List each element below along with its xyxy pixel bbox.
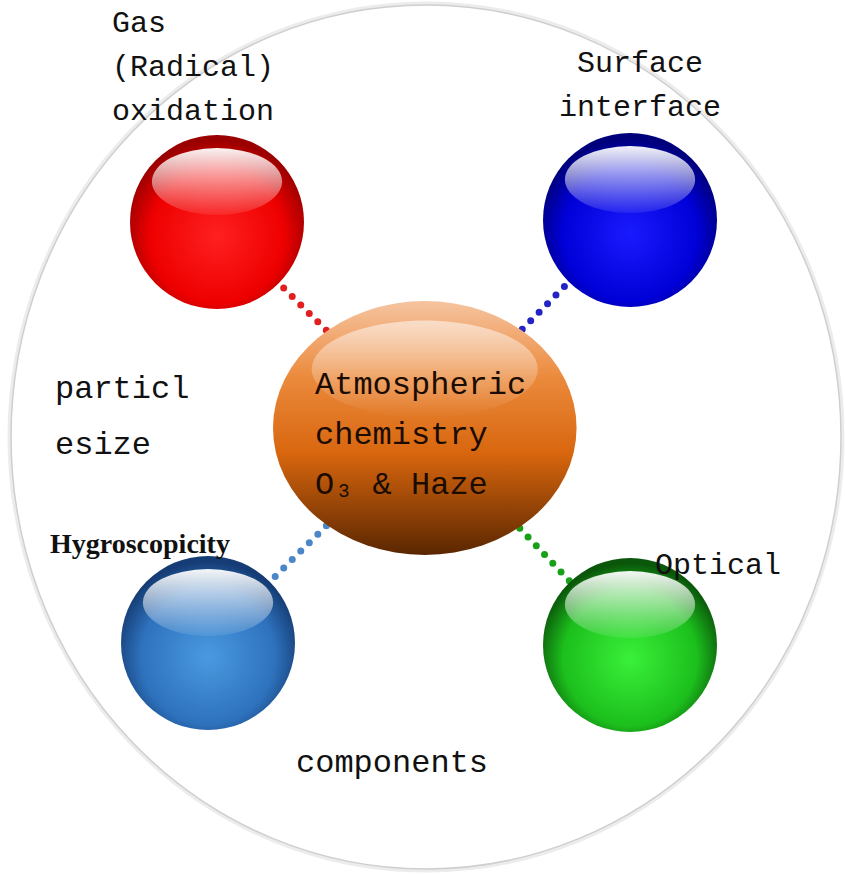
circle-border	[11, 5, 841, 869]
blue-sphere: Surface interface	[542, 132, 718, 308]
sphere-highlight	[152, 148, 282, 215]
sphere-shape	[542, 557, 718, 733]
sphere-shape	[129, 134, 305, 310]
sphere-shape	[120, 555, 296, 731]
sphere-heading: Surface interface	[545, 42, 735, 130]
sphere-body	[543, 558, 717, 732]
sphere-shape	[542, 132, 718, 308]
circle-shadow	[10, 4, 842, 870]
dotted-connector	[522, 283, 568, 330]
sphere-highlight	[143, 569, 273, 636]
side-label: particl esize	[55, 362, 205, 474]
lightblue-sphere: Hygroscopicity	[120, 555, 296, 731]
red-sphere: Gas (Radical) oxidation	[129, 134, 305, 310]
dotted-connector	[280, 284, 327, 330]
sphere-highlight	[565, 146, 695, 213]
sphere-heading: Optical	[655, 546, 830, 586]
outer-circle: particl esize components Gas (Radical) oxi…	[8, 2, 844, 872]
sphere-body	[543, 133, 717, 307]
dotted-connector	[520, 528, 570, 581]
sphere-heading: Hygroscopicity	[50, 526, 320, 562]
center-sphere: Atmospheric chemistry O₃ & Haze	[272, 300, 578, 556]
center-title: Atmospheric chemistry O₃ & Haze	[315, 361, 535, 511]
sphere-body	[130, 135, 304, 309]
sphere-body	[273, 301, 577, 555]
green-sphere: Optical	[542, 557, 718, 733]
sphere-body	[121, 556, 295, 730]
sphere-heading: Gas (Radical) oxidation	[112, 2, 307, 134]
dotted-connector	[271, 526, 327, 581]
bottom-label: components	[296, 742, 586, 786]
